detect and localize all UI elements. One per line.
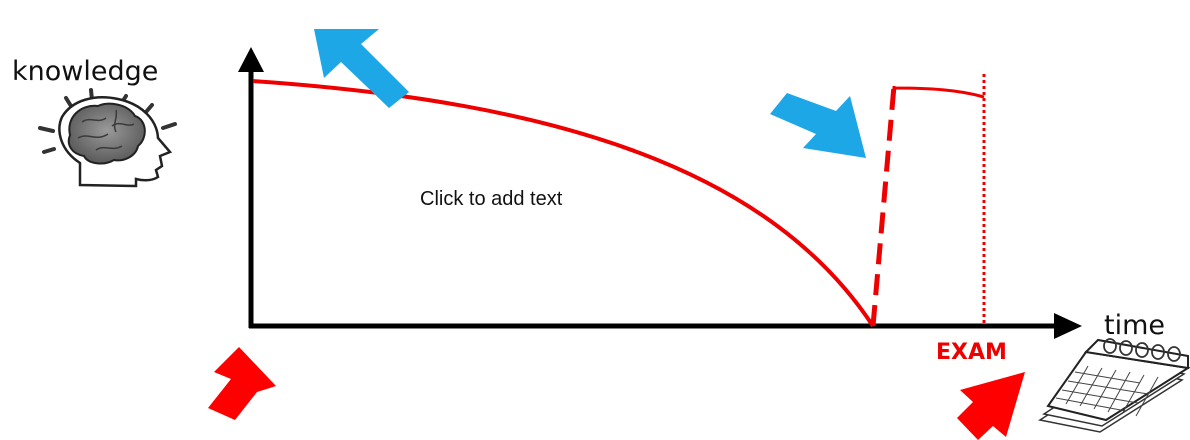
x-axis-label: time: [1104, 310, 1165, 341]
blue-arrow-icon: [314, 29, 409, 108]
text-placeholder[interactable]: Click to add text: [420, 188, 562, 211]
red-arrow-icon: [957, 372, 1025, 440]
y-axis-label: knowledge: [12, 56, 158, 87]
y-axis-arrowhead: [238, 47, 264, 72]
x-axis-arrowhead: [1054, 313, 1082, 339]
calendar-icon: [1040, 339, 1188, 432]
review-jump-line: [873, 86, 894, 326]
head-brain-icon: [40, 90, 175, 186]
blue-arrow-icon: [770, 93, 866, 158]
post-review-curve: [894, 86, 984, 97]
exam-label: EXAM: [936, 340, 1007, 365]
red-arrow-icon: [208, 347, 276, 420]
